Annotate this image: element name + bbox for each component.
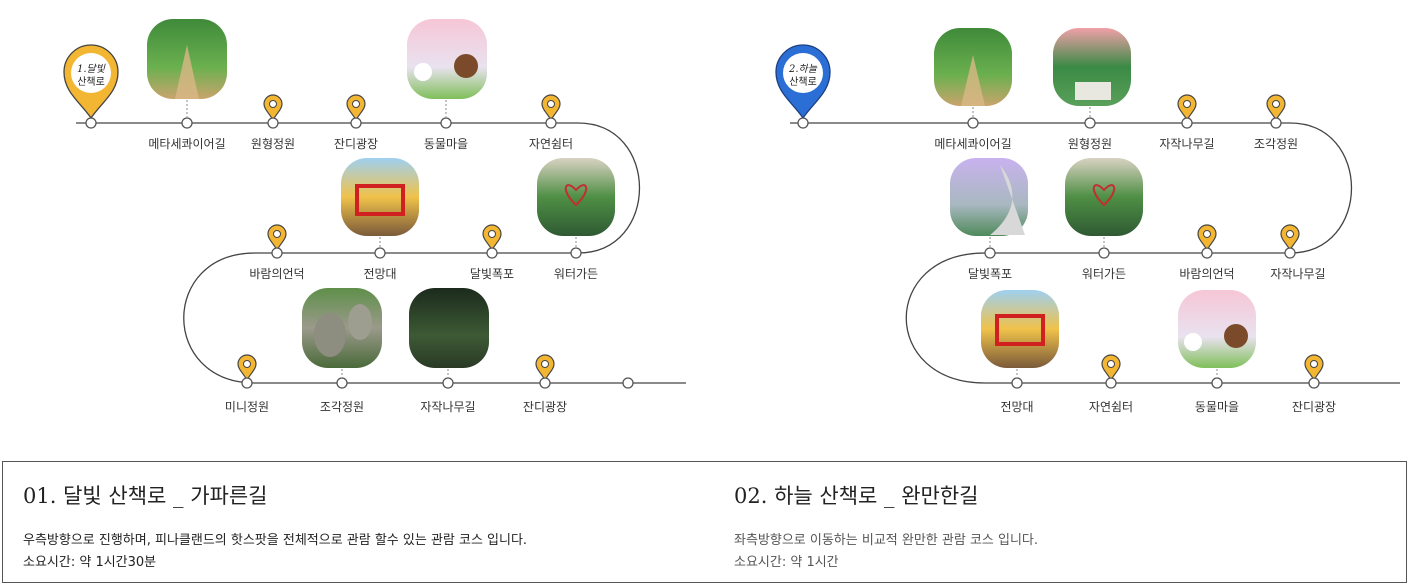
stop-label: 동물마을	[424, 137, 468, 151]
stop-label: 자작나무길	[1159, 137, 1214, 151]
course-1-map: 1.달빛 산책로 메타세콰이어길 원형정원 잔디광장 동물마을 자연쉼터 바람의…	[63, 19, 686, 414]
stop-label: 바람의언덕	[1179, 267, 1234, 281]
course-2-map: 2.하늘 산책로 메타세콰이어길 원형정원 자작나무길 조각정원 달빛폭포 워터…	[775, 28, 1400, 414]
photo-thumbnail	[1065, 158, 1143, 247]
route-node	[1201, 247, 1213, 259]
stop-label: 자연쉼터	[529, 137, 573, 151]
map-pin-icon	[482, 224, 502, 251]
route-node	[181, 117, 193, 129]
stop-label: 자연쉼터	[1089, 400, 1133, 414]
route-node	[1084, 117, 1096, 129]
course-1-info: 01. 달빛 산책로 _ 가파른길 우측방향으로 진행하며, 피나클랜드의 핫스…	[23, 480, 527, 574]
start-pin-label-line1: 2.하늘	[788, 63, 818, 75]
course-1-duration: 소요시간: 약 1시간30분	[23, 555, 157, 570]
route-node	[442, 377, 454, 389]
map-pin-icon	[263, 94, 283, 121]
stop-label: 메타세콰이어길	[934, 137, 1011, 151]
route-node	[1284, 247, 1296, 259]
stop-label: 달빛폭포	[968, 267, 1012, 281]
course-2-info: 02. 하늘 산책로 _ 완만한길 좌측방향으로 이동하는 비교적 완만한 관람…	[734, 480, 1038, 574]
route-node	[797, 117, 809, 129]
photo-thumbnail	[409, 288, 489, 377]
map-pin-icon	[1280, 224, 1300, 251]
stop-label: 워터가든	[1082, 267, 1126, 281]
stop-label: 잔디광장	[1292, 400, 1336, 414]
route-node	[85, 117, 97, 129]
start-pin-label-line2: 산책로	[77, 76, 105, 88]
photo-thumbnail	[407, 19, 487, 117]
photo-thumbnail	[537, 158, 615, 247]
route-node	[1308, 377, 1320, 389]
photo-thumbnail	[302, 288, 382, 377]
stop-label: 워터가든	[554, 267, 598, 281]
route-node	[336, 377, 348, 389]
route-node	[545, 117, 557, 129]
route-node	[267, 117, 279, 129]
map-pin-icon	[237, 354, 257, 381]
map-pin-icon	[346, 94, 366, 121]
stop-label: 원형정원	[1068, 137, 1112, 151]
stop-label: 잔디광장	[523, 400, 567, 414]
course-2-description: 좌측방향으로 이동하는 비교적 완만한 관람 코스 입니다.	[734, 533, 1039, 548]
map-pin-icon	[1304, 354, 1324, 381]
course-1-description: 우측방향으로 진행하며, 피나클랜드의 핫스팟을 전체적으로 관람 할수 있는 …	[23, 533, 528, 548]
route-node	[1270, 117, 1282, 129]
course-1-title: 01. 달빛 산책로 _ 가파른길	[23, 484, 268, 508]
photo-thumbnail	[950, 158, 1028, 247]
stop-label: 잔디광장	[334, 137, 378, 151]
stop-label: 바람의언덕	[249, 267, 304, 281]
route-node	[622, 377, 634, 389]
route-node	[241, 377, 253, 389]
course-1-path	[76, 122, 686, 384]
route-node	[967, 117, 979, 129]
route-node	[350, 117, 362, 129]
photo-thumbnail	[1178, 290, 1256, 377]
stop-label: 자작나무길	[420, 400, 475, 414]
course-maps: 1.달빛 산책로 메타세콰이어길 원형정원 잔디광장 동물마을 자연쉼터 바람의…	[63, 19, 1400, 414]
map-pin-icon	[1177, 94, 1197, 121]
route-node	[486, 247, 498, 259]
map-pin-icon	[1197, 224, 1217, 251]
stop-label: 전망대	[1000, 400, 1033, 414]
map-pin-icon	[541, 94, 561, 121]
stop-label: 메타세콰이어길	[148, 137, 225, 151]
map-pin-icon	[1266, 94, 1286, 121]
stop-label: 조각정원	[1254, 137, 1298, 151]
stop-label: 자작나무길	[1270, 267, 1325, 281]
route-node	[1098, 247, 1110, 259]
route-node	[1011, 377, 1023, 389]
stop-label: 원형정원	[251, 137, 295, 151]
route-node	[374, 247, 386, 259]
photo-thumbnail	[147, 19, 227, 117]
route-node	[1105, 377, 1117, 389]
stop-label: 동물마을	[1195, 400, 1239, 414]
course-2-duration: 소요시간: 약 1시간	[734, 555, 839, 570]
stop-label: 달빛폭포	[470, 267, 514, 281]
stop-label: 미니정원	[225, 400, 269, 414]
stop-label: 조각정원	[320, 400, 364, 414]
photo-thumbnail	[934, 28, 1012, 117]
route-node	[1181, 117, 1193, 129]
start-pin-label-line1: 1.달빛	[77, 63, 106, 75]
route-node	[1211, 377, 1223, 389]
photo-thumbnail	[981, 290, 1059, 377]
course-info-box: 01. 달빛 산책로 _ 가파른길 우측방향으로 진행하며, 피나클랜드의 핫스…	[2, 461, 1407, 583]
photo-thumbnail	[1053, 28, 1131, 117]
start-pin-course-1[interactable]: 1.달빛 산책로	[63, 44, 119, 120]
map-pin-icon	[1101, 354, 1121, 381]
photo-thumbnail	[341, 158, 419, 247]
route-node	[440, 117, 452, 129]
stop-label: 전망대	[363, 267, 396, 281]
route-node	[271, 247, 283, 259]
map-pin-icon	[535, 354, 555, 381]
course-2-title: 02. 하늘 산책로 _ 완만한길	[734, 484, 979, 508]
start-pin-label-line2: 산책로	[789, 76, 817, 88]
start-pin-course-2[interactable]: 2.하늘 산책로	[775, 44, 831, 120]
route-node	[539, 377, 551, 389]
map-pin-icon	[267, 224, 287, 251]
route-node	[984, 247, 996, 259]
route-node	[570, 247, 582, 259]
